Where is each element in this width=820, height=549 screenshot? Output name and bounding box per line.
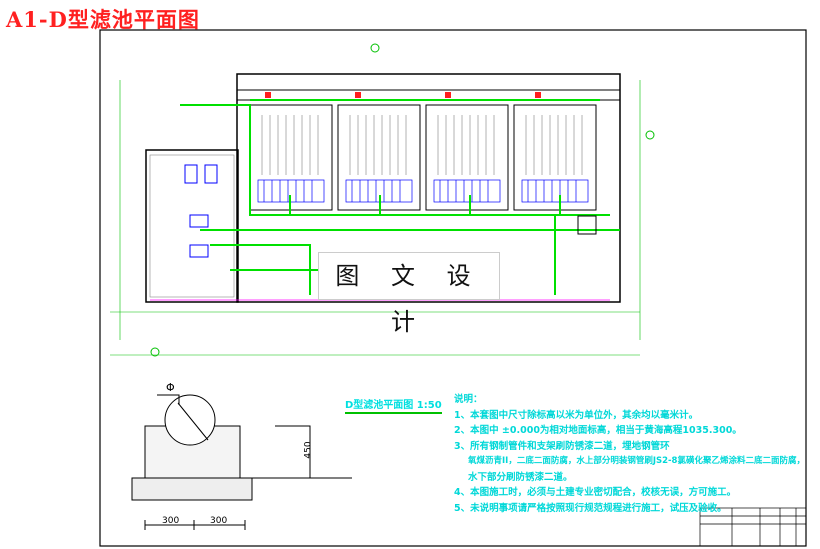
sheet-border xyxy=(99,29,807,547)
note-item: 4、本图施工时，必须与土建专业密切配合，校核无误，方可施工。 xyxy=(454,487,737,498)
section-title: D型滤池平面图 1:50 xyxy=(345,396,442,414)
pipes xyxy=(180,99,620,295)
note-item: 3、所有钢制管件和支架刷防锈漆二道，埋地钢管环 xyxy=(454,440,670,452)
pumps xyxy=(184,164,218,258)
filter-building xyxy=(236,73,621,303)
watermark: 图 文 设 计 xyxy=(318,252,500,336)
dim-height: 450 xyxy=(303,441,314,459)
title-block xyxy=(699,507,807,547)
pipe-diameter-symbol: Φ xyxy=(166,381,175,394)
dim-left: 300 xyxy=(162,516,180,526)
note-item: 水下部分刷防锈漆二道。 xyxy=(468,471,573,483)
note-item: 氧煤沥青II，二底二面防腐，水上部分明装钢管刷JS2-8氯磺化聚乙烯涂料二底二面… xyxy=(468,456,805,466)
design-notes: 说明： 1、本套图中尺寸除标高以米为单位外，其余均以毫米计。 2、本图中 ±0.… xyxy=(454,392,805,516)
filter-cells xyxy=(249,104,597,211)
valves xyxy=(265,92,541,98)
drawing-title: A1-D型滤池平面图 xyxy=(6,7,200,32)
note-item: 2、本图中 ±0.000为相对地面标高，相当于黄海高程1035.300。 xyxy=(454,425,742,436)
pipe-support-detail xyxy=(131,394,352,530)
note-item: 1、本套图中尺寸除标高以米为单位外，其余均以毫米计。 xyxy=(454,409,699,421)
note-item: 5、未说明事项请严格按照现行规范规程进行施工，试压及验收。 xyxy=(454,502,727,514)
pipe-gallery xyxy=(145,149,239,303)
notes-heading: 说明： xyxy=(454,394,483,405)
dim-right: 300 xyxy=(210,516,228,526)
